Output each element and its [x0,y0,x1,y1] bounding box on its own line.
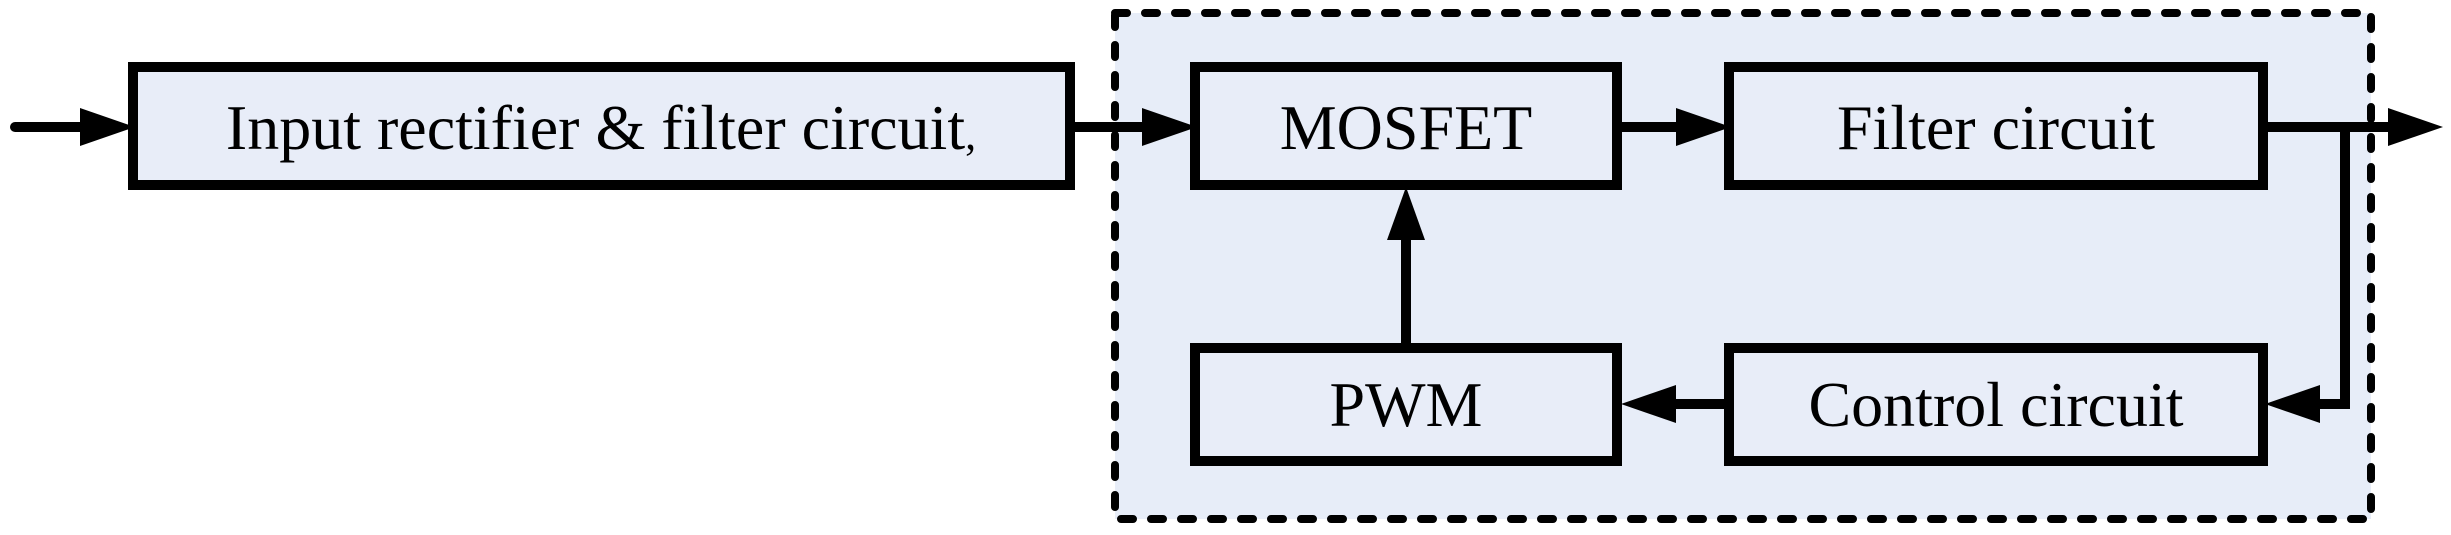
input-arrowhead-icon [80,108,135,146]
mosfet-box [1190,62,1622,190]
input-to-mosfet-arrowhead-icon [1142,108,1197,146]
pwm-to-mosfet-arrowhead-icon [1387,187,1425,240]
input-rectifier-label: Input rectifier & filter circuit, [226,92,976,163]
output-arrowhead-icon [2388,108,2443,146]
input-rectifier-box [128,62,1075,190]
control-to-pwm-arrowhead-icon [1621,385,1676,423]
control-circuit-box [1724,343,2268,466]
filter-circuit-box [1724,62,2268,190]
control-circuit-label: Control circuit [1808,369,2183,440]
mosfet-to-filter-arrowhead-icon [1676,108,1731,146]
mosfet-label: MOSFET [1280,92,1533,163]
feedback-arrowhead-icon [2265,385,2320,423]
pwm-label: PWM [1330,369,1483,440]
feedback-wire [2320,124,2350,409]
pwm-box [1190,343,1622,466]
filter-circuit-label: Filter circuit [1837,92,2155,163]
wires [10,108,2443,423]
input-rectifier-label-suffix: , [965,110,976,159]
